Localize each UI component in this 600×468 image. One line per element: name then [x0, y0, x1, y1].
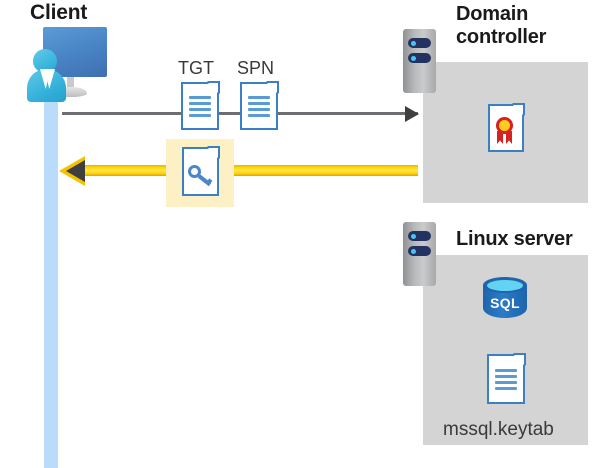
response-connector-line: [73, 165, 418, 176]
server-led-icon: [411, 233, 416, 239]
document-text-lines: [240, 96, 278, 120]
server-led-icon: [411, 40, 416, 46]
document-fold-inner: [208, 83, 218, 93]
request-arrowhead-icon: [405, 106, 419, 122]
linux-server-title: Linux server: [456, 228, 573, 250]
document-icon-spn: [240, 81, 279, 130]
sql-database-icon: SQL: [483, 277, 527, 325]
certificate-ribbon-right: [506, 131, 512, 144]
server-rack-icon-linux: [403, 222, 436, 286]
server-bay: [408, 53, 431, 63]
certificate-seal-inner: [499, 120, 510, 131]
certificate-ribbon-left: [497, 131, 503, 144]
server-led-icon: [411, 248, 416, 254]
keytab-document-icon: [487, 353, 526, 404]
monitor-neck: [67, 77, 74, 90]
certificate-document-icon: [488, 103, 525, 152]
document-icon-tgt: [181, 81, 220, 130]
document-fold-inner: [267, 83, 277, 93]
document-text-lines: [181, 96, 219, 120]
key-document-icon: [182, 146, 220, 196]
user-workstation-icon: [27, 27, 107, 103]
tgt-label: TGT: [178, 58, 214, 78]
keytab-file-label: mssql.keytab: [443, 419, 554, 440]
server-bay: [408, 246, 431, 256]
document-fold-inner: [208, 148, 218, 158]
document-text-lines: [487, 369, 525, 393]
monitor-base: [55, 87, 87, 97]
spn-label: SPN: [237, 58, 275, 78]
key-ring-icon: [188, 165, 201, 178]
domain-controller-title: Domain controller: [456, 3, 547, 48]
client-lifeline: [44, 70, 58, 468]
document-fold-inner: [514, 355, 524, 365]
document-fold-inner: [513, 105, 523, 115]
server-rack-icon-domain-controller: [403, 29, 436, 93]
server-led-icon: [411, 55, 416, 61]
server-bay: [408, 38, 431, 48]
document-page: [240, 82, 278, 130]
client-title: Client: [30, 1, 88, 24]
database-label: SQL: [490, 295, 520, 311]
response-arrowhead-icon: [66, 160, 85, 182]
server-bay: [408, 231, 431, 241]
database-cylinder-top-inner: [487, 280, 523, 291]
